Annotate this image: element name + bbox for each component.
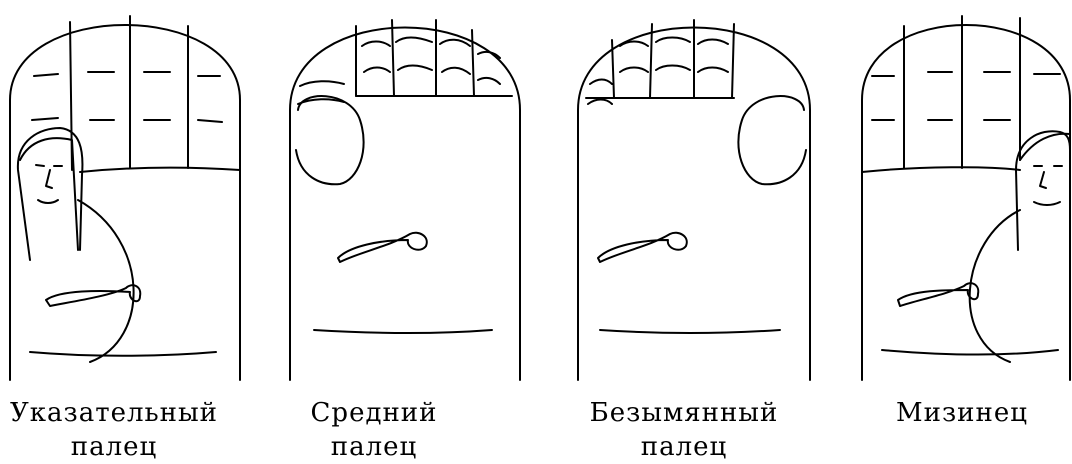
caption-middle-finger: Средний палец: [264, 396, 484, 464]
finger-joints: [32, 72, 222, 122]
caption-line2: палец: [574, 430, 794, 464]
thumb-bulge: [738, 96, 806, 184]
hand-fingers: [70, 16, 188, 170]
finger-ring: [578, 20, 810, 380]
caption-little-finger: Мизинец: [852, 396, 1072, 430]
hand-edge: [862, 167, 1020, 172]
caption-line2: палец: [4, 430, 224, 464]
caption-line1: Указательный: [4, 396, 224, 430]
fingernail-crease: [338, 233, 427, 262]
person-face: [36, 165, 62, 203]
fingertips: [298, 20, 500, 104]
person-arm: [898, 283, 978, 306]
caption-line1: Безымянный: [574, 396, 794, 430]
caption-line2: палец: [264, 430, 484, 464]
person-hair: [1020, 134, 1070, 160]
base-line: [30, 352, 216, 356]
person-face: [1034, 166, 1062, 205]
base-line: [882, 350, 1058, 355]
person-head: [1016, 131, 1070, 250]
finger-index: [10, 16, 240, 380]
finger-outline: [862, 25, 1070, 380]
caption-ring-finger: Безымянный палец: [574, 396, 794, 464]
finger-little: [862, 16, 1070, 380]
person-hair: [20, 138, 78, 250]
base-line: [600, 330, 780, 333]
caption-line1: Мизинец: [852, 396, 1072, 430]
fingertips: [588, 20, 734, 104]
finger-middle: [290, 20, 520, 380]
thumb-bulge: [296, 96, 364, 184]
person-body: [78, 200, 134, 362]
caption-index-finger: Указательный палец: [4, 396, 224, 464]
hand-edge: [80, 168, 240, 172]
finger-joints: [872, 72, 1060, 120]
base-line: [314, 330, 492, 333]
fingernail-crease: [598, 233, 687, 262]
caption-line1: Средний: [264, 396, 484, 430]
person-arm: [46, 285, 140, 306]
hand-fingers: [904, 16, 1020, 168]
